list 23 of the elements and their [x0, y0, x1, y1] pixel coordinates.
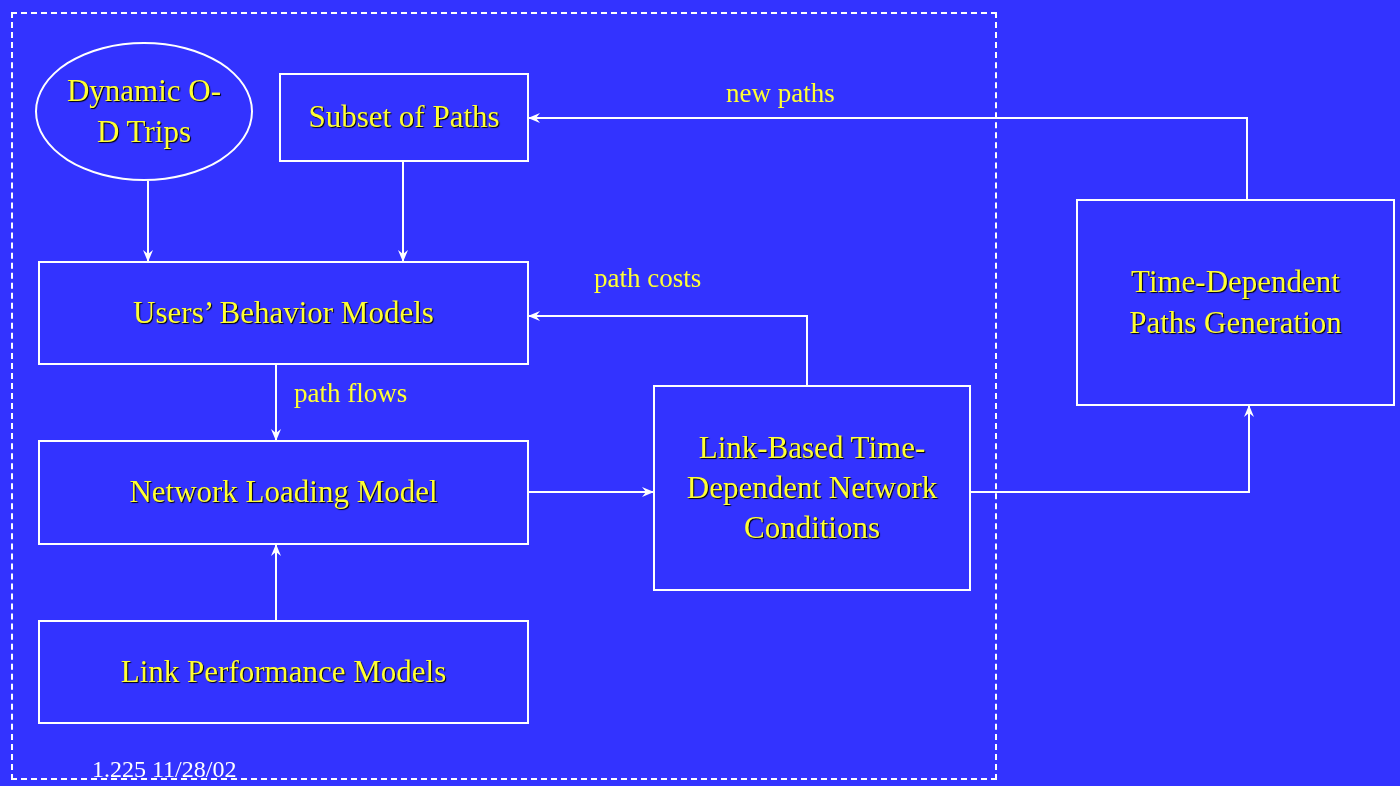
node-label: Dynamic O-D Trips	[65, 72, 223, 151]
process-box	[38, 440, 529, 545]
arrow	[528, 487, 654, 497]
process-box	[38, 620, 529, 724]
footer-note: 1.225 11/28/02	[92, 756, 237, 783]
node-label: Time-Dependent Paths Generation	[1128, 263, 1343, 342]
node-label: Subset of Paths	[308, 98, 500, 137]
arrow	[143, 180, 153, 262]
process-box	[1076, 199, 1395, 406]
arrow	[271, 364, 281, 441]
arrow	[528, 311, 808, 386]
ellipse-node	[35, 42, 253, 181]
process-box	[38, 261, 529, 365]
node-label: Link Performance Models	[120, 652, 447, 691]
process-box	[279, 73, 529, 162]
node-label: Users’ Behavior Models	[133, 293, 434, 332]
node-label: Network Loading Model	[129, 473, 438, 512]
node-label: Link-Based Time-Dependent Network Conditions	[685, 428, 939, 548]
arrow	[271, 544, 281, 621]
arrow	[970, 405, 1254, 493]
process-box	[653, 385, 971, 591]
arrow	[528, 113, 1248, 200]
arrow	[398, 161, 408, 262]
